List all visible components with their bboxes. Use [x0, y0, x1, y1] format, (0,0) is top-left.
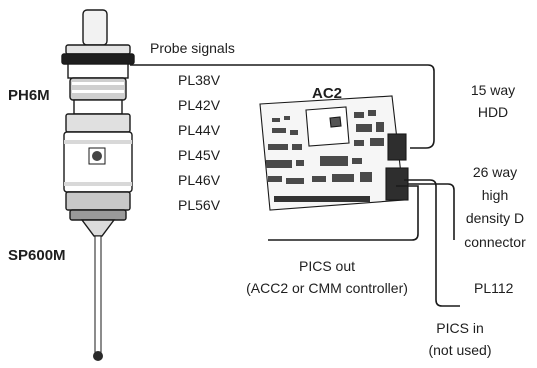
connector-label-line2: high [481, 187, 509, 203]
probe-head-label: PH6M [8, 87, 50, 104]
connector-label-line4: connector [464, 234, 526, 250]
pl112-label: PL112 [474, 280, 514, 296]
pics-in-label-line2: (not used) [428, 342, 492, 358]
pics-in-label-line1: PICS in [436, 320, 484, 336]
stylus-probe-label: SP600M [8, 247, 66, 264]
pics-out-label-line2: (ACC2 or CMM controller) [246, 280, 408, 296]
pics-out-cable [268, 185, 419, 241]
probe-signals-label: Probe signals [150, 40, 235, 56]
pics-in-cable [404, 179, 460, 307]
cable-item: PL46V [178, 172, 221, 188]
hdd-label-line2: HDD [477, 104, 509, 120]
ac2-interface-card [259, 95, 409, 211]
pics-out-label-line1: PICS out [298, 258, 356, 274]
cable-item: PL38V [178, 72, 221, 88]
card-title: AC2 [312, 85, 343, 102]
hdd-label-line1: 15 way [470, 82, 516, 98]
cable-item: PL44V [178, 122, 221, 138]
cable-item: PL42V [178, 97, 221, 113]
connector-label-line3: density D [465, 210, 525, 226]
connector-label-line1: 26 way [472, 164, 518, 180]
probe-signals-cable [130, 64, 435, 149]
cable-item: PL45V [178, 147, 221, 163]
cable-item: PL56V [178, 197, 221, 213]
ph6m-probe-head [61, 9, 135, 361]
connector-26way-line [408, 183, 455, 240]
